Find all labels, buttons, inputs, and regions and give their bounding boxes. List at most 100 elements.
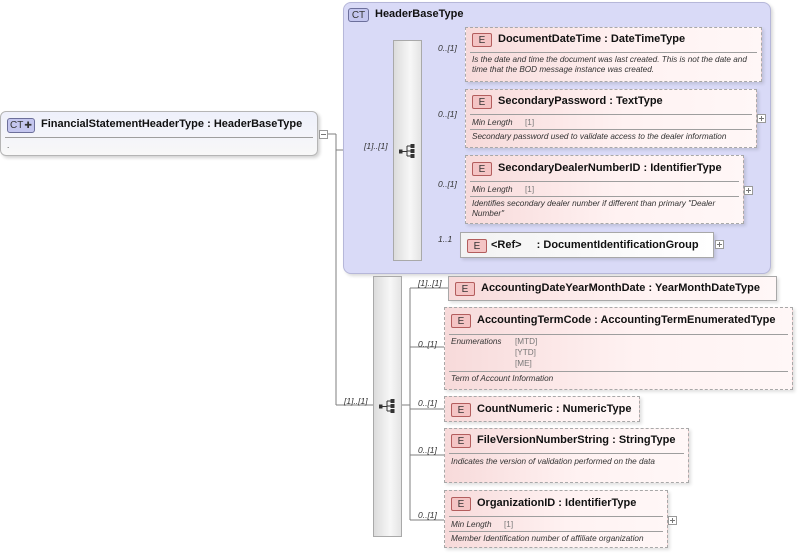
base-sequence-cardinality: [1]..[1] (364, 141, 388, 151)
element-description: Member Identification number of affiliat… (451, 534, 644, 543)
element-name: FileVersionNumberString (477, 434, 610, 446)
element-count-numeric[interactable]: E CountNumeric : NumericType (444, 396, 640, 422)
element-cardinality: 0..[1] (418, 398, 437, 408)
element-secondary-dealer-number-id[interactable]: E SecondaryDealerNumberID : IdentifierTy… (465, 155, 744, 224)
element-description: Term of Account Information (451, 374, 554, 383)
group-reference-document-identification[interactable]: E <Ref> : DocumentIdentificationGroup (460, 232, 714, 258)
element-title: AccountingDateYearMonthDate : YearMonthD… (481, 282, 760, 294)
element-title: CountNumeric : NumericType (477, 403, 631, 415)
element-file-version-number-string[interactable]: E FileVersionNumberString : StringType I… (444, 428, 689, 483)
element-title: SecondaryPassword : TextType (498, 95, 663, 107)
expand-toggle[interactable] (668, 516, 677, 525)
element-title: DocumentDateTime : DateTimeType (498, 33, 685, 45)
separator (449, 516, 663, 517)
element-description: Secondary password used to validate acce… (472, 132, 727, 141)
element-name: SecondaryDealerNumberID (498, 162, 641, 174)
element-cardinality: 0..[1] (438, 109, 457, 119)
ref-label: <Ref> (491, 239, 522, 251)
element-accounting-date-year-month-date[interactable]: E AccountingDateYearMonthDate : YearMont… (448, 276, 777, 301)
base-type-title: HeaderBaseType (375, 8, 464, 20)
element-name: DocumentDateTime (498, 33, 602, 45)
element-title: OrganizationID : IdentifierType (477, 497, 636, 509)
separator (449, 453, 684, 454)
separator (449, 531, 663, 532)
colon: : (555, 403, 560, 415)
element-cardinality: 0..[1] (418, 445, 437, 455)
base-sequence-compositor[interactable] (393, 40, 422, 261)
colon: : (604, 33, 608, 45)
separator (470, 129, 752, 130)
enumeration-value: [YTD] (515, 348, 536, 357)
facet-label: Min Length (472, 118, 513, 127)
element-icon: E (472, 162, 492, 176)
element-icon: E (472, 95, 492, 109)
element-cardinality: [1]..[1] (418, 278, 442, 288)
colon: : (612, 434, 616, 446)
facet-label: Enumerations (451, 337, 502, 346)
element-icon: E (451, 497, 471, 511)
extension-plus-icon: ✚ (24, 120, 32, 130)
element-icon: E (451, 434, 471, 448)
element-cardinality: 1..1 (438, 234, 453, 244)
element-icon: E (467, 239, 487, 253)
element-cardinality: 0..[1] (418, 510, 437, 520)
element-name: OrganizationID (477, 497, 556, 509)
facet-label: Min Length (472, 185, 513, 194)
element-secondary-password[interactable]: E SecondaryPassword : TextType Min Lengt… (465, 89, 757, 148)
element-description: Indicates the version of validation perf… (451, 457, 655, 466)
root-complex-type[interactable]: CT✚ FinancialStatementHeaderType : Heade… (0, 111, 318, 156)
element-document-date-time[interactable]: E DocumentDateTime : DateTimeType Is the… (465, 27, 762, 82)
expand-toggle[interactable] (715, 240, 724, 249)
colon: : (558, 497, 562, 509)
separator (470, 52, 757, 53)
sequence-icon (379, 399, 395, 413)
element-type: TextType (616, 95, 663, 107)
collapse-toggle[interactable] (319, 130, 328, 139)
sequence-icon (399, 144, 415, 158)
element-description: Identifies secondary dealer number if di… (472, 199, 716, 218)
element-icon: E (472, 33, 492, 47)
element-cardinality: 0..[1] (438, 179, 457, 189)
colon: : (643, 162, 648, 174)
element-type: IdentifierType (650, 162, 722, 174)
root-type-title: FinancialStatementHeaderType : HeaderBas… (41, 118, 302, 130)
base-type-badge-label: CT (351, 9, 366, 21)
element-organization-id[interactable]: E OrganizationID : IdentifierType Min Le… (444, 490, 668, 548)
extension-sequence-compositor[interactable] (373, 276, 402, 537)
element-icon: E (451, 403, 471, 417)
facet-value: [1] (504, 520, 514, 529)
element-name: AccountingTermCode (477, 314, 592, 326)
element-title: AccountingTermCode : AccountingTermEnume… (477, 314, 775, 326)
element-title: <Ref> : DocumentIdentificationGroup (491, 239, 699, 251)
element-type: YearMonthDateType (655, 282, 760, 294)
colon: : (609, 95, 613, 107)
element-type: DateTimeType (610, 33, 686, 45)
facet-value: [1] (525, 118, 535, 127)
separator (470, 181, 739, 182)
element-type: StringType (618, 434, 676, 446)
element-type: NumericType (562, 403, 632, 415)
extension-sequence-cardinality: [1]..[1] (344, 396, 368, 406)
element-name: AccountingDateYearMonthDate (481, 282, 646, 294)
expand-toggle[interactable] (744, 186, 753, 195)
colon: : (594, 314, 598, 326)
complex-type-badge-label: CT (10, 120, 24, 131)
element-accounting-term-code[interactable]: E AccountingTermCode : AccountingTermEnu… (444, 307, 793, 390)
element-icon: E (455, 282, 475, 296)
separator (470, 114, 752, 115)
element-cardinality: 0..[1] (418, 339, 437, 349)
colon: : (207, 118, 211, 130)
root-type-name: FinancialStatementHeaderType (41, 118, 205, 130)
element-title: SecondaryDealerNumberID : IdentifierType (498, 162, 722, 174)
separator (449, 371, 788, 372)
element-title: FileVersionNumberString : StringType (477, 434, 675, 446)
element-type: DocumentIdentificationGroup (543, 239, 699, 251)
complex-type-icon: CT (348, 8, 369, 22)
facet-label: Min Length (451, 520, 492, 529)
element-icon: E (451, 314, 471, 328)
enumeration-value: [ME] (515, 359, 532, 368)
enumeration-value: [MTD] (515, 337, 538, 346)
expand-toggle[interactable] (757, 114, 766, 123)
element-description: Is the date and time the document was la… (472, 55, 747, 74)
element-name: SecondaryPassword (498, 95, 607, 107)
